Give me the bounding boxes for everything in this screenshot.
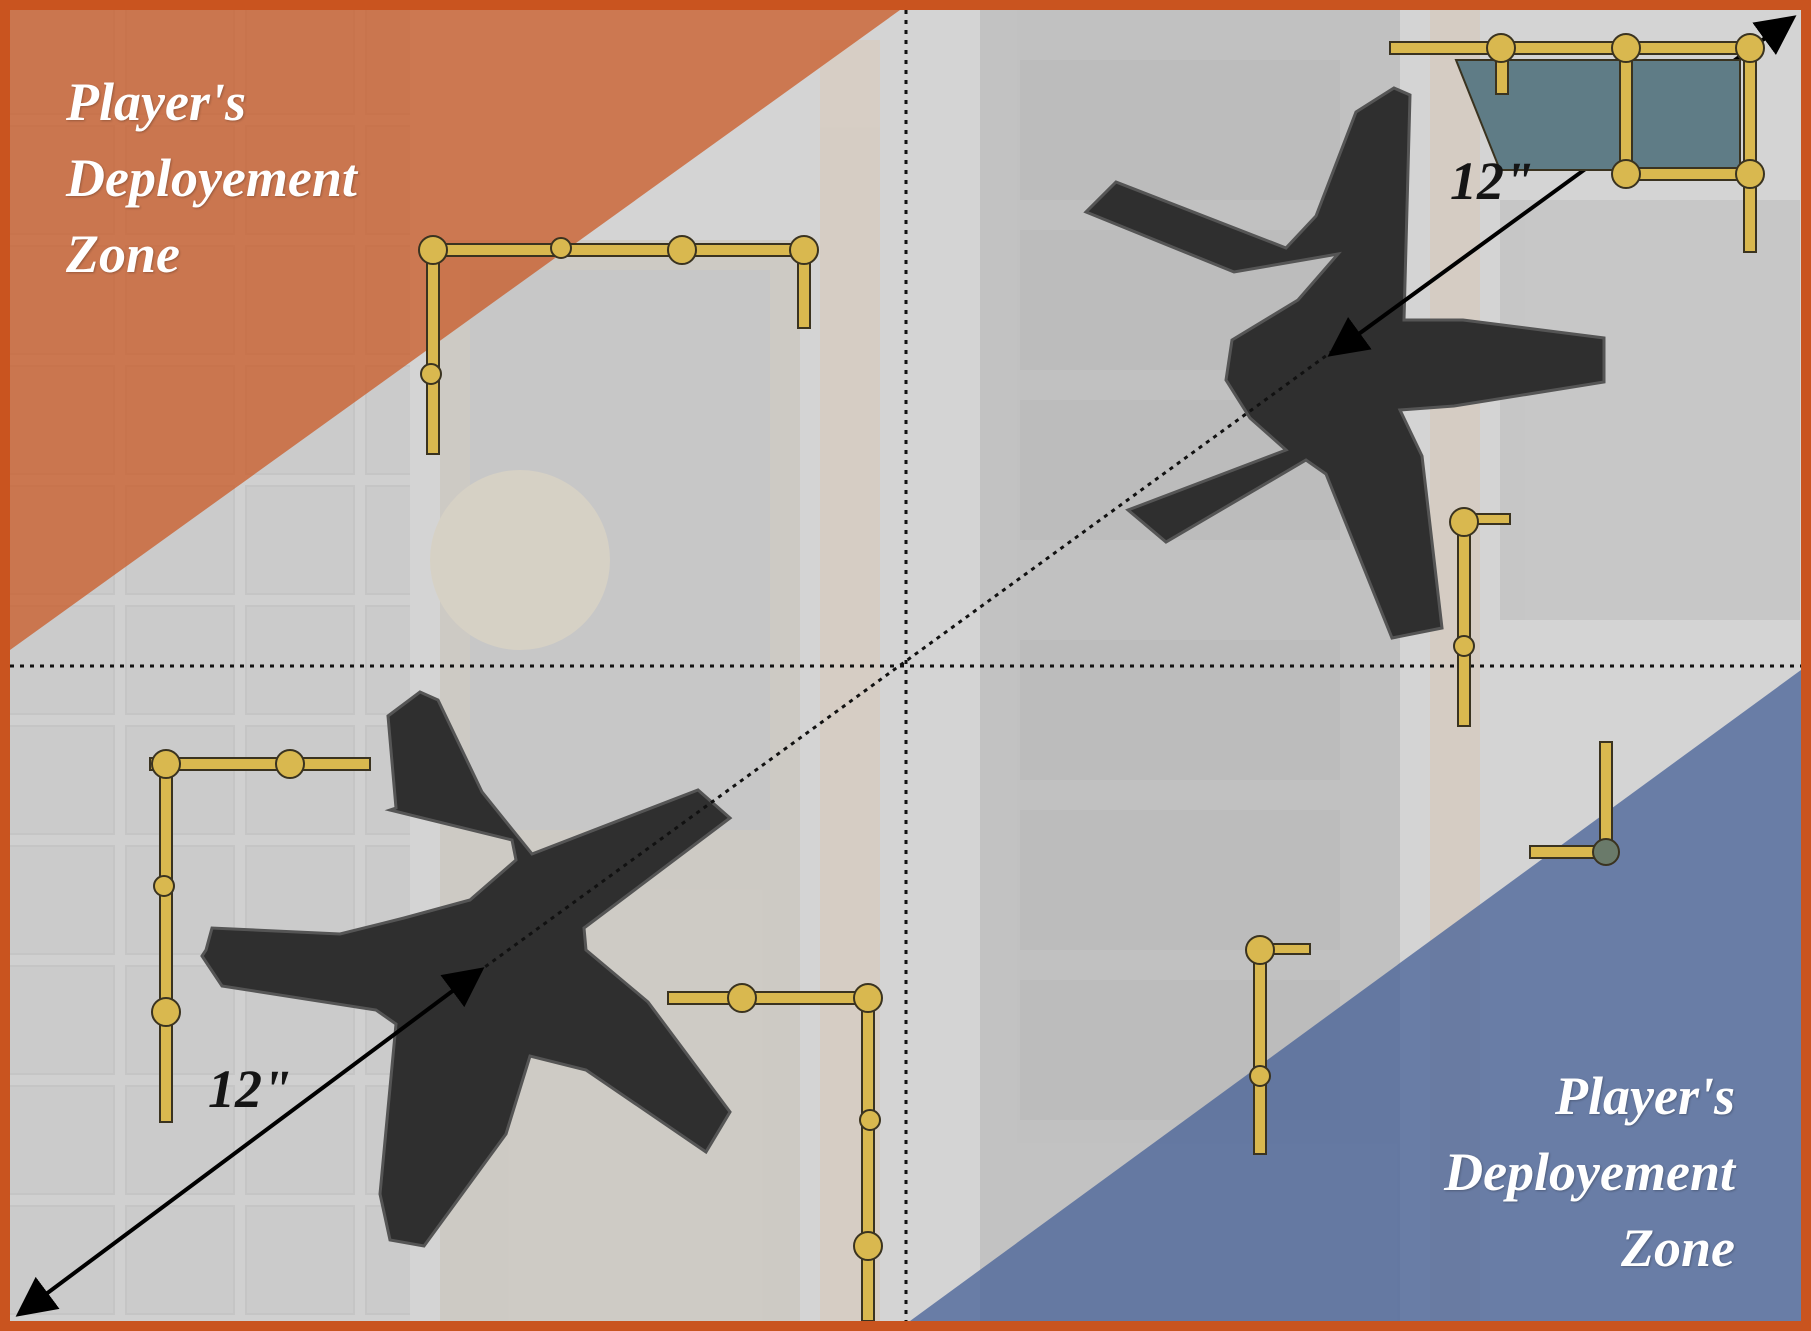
deployment-zone-label-top-left: Player's Deployement Zone <box>66 64 357 292</box>
star-shaped-ruin-icon <box>1083 86 1606 640</box>
wall-segments <box>149 33 1765 1322</box>
zone-label-line: Player's <box>66 72 246 132</box>
wall-segment-icon <box>1245 935 1311 1155</box>
zone-label-line: Deployement <box>66 148 357 208</box>
zone-label-line: Zone <box>1621 1218 1735 1278</box>
double-arrow-icon <box>15 967 485 1317</box>
wall-segment-icon <box>1449 507 1511 727</box>
distance-label-top: 12" <box>1450 151 1534 211</box>
deployment-zone-top-left <box>10 10 900 650</box>
deployment-zone-bottom-right <box>910 670 1801 1321</box>
zone-label-line: Zone <box>66 224 180 284</box>
distance-label-bottom: 12" <box>208 1059 292 1119</box>
wall-segment-icon <box>149 749 371 1123</box>
wall-segment-icon <box>1529 741 1620 866</box>
deployment-zone-label-bottom-right: Player's Deployement Zone <box>1444 1058 1735 1286</box>
wall-segment-icon <box>418 235 819 455</box>
wall-segment-icon <box>1389 33 1765 253</box>
wall-segment-icon <box>667 983 883 1322</box>
zone-label-line: Deployement <box>1444 1142 1735 1202</box>
zone-label-line: Player's <box>1555 1066 1735 1126</box>
